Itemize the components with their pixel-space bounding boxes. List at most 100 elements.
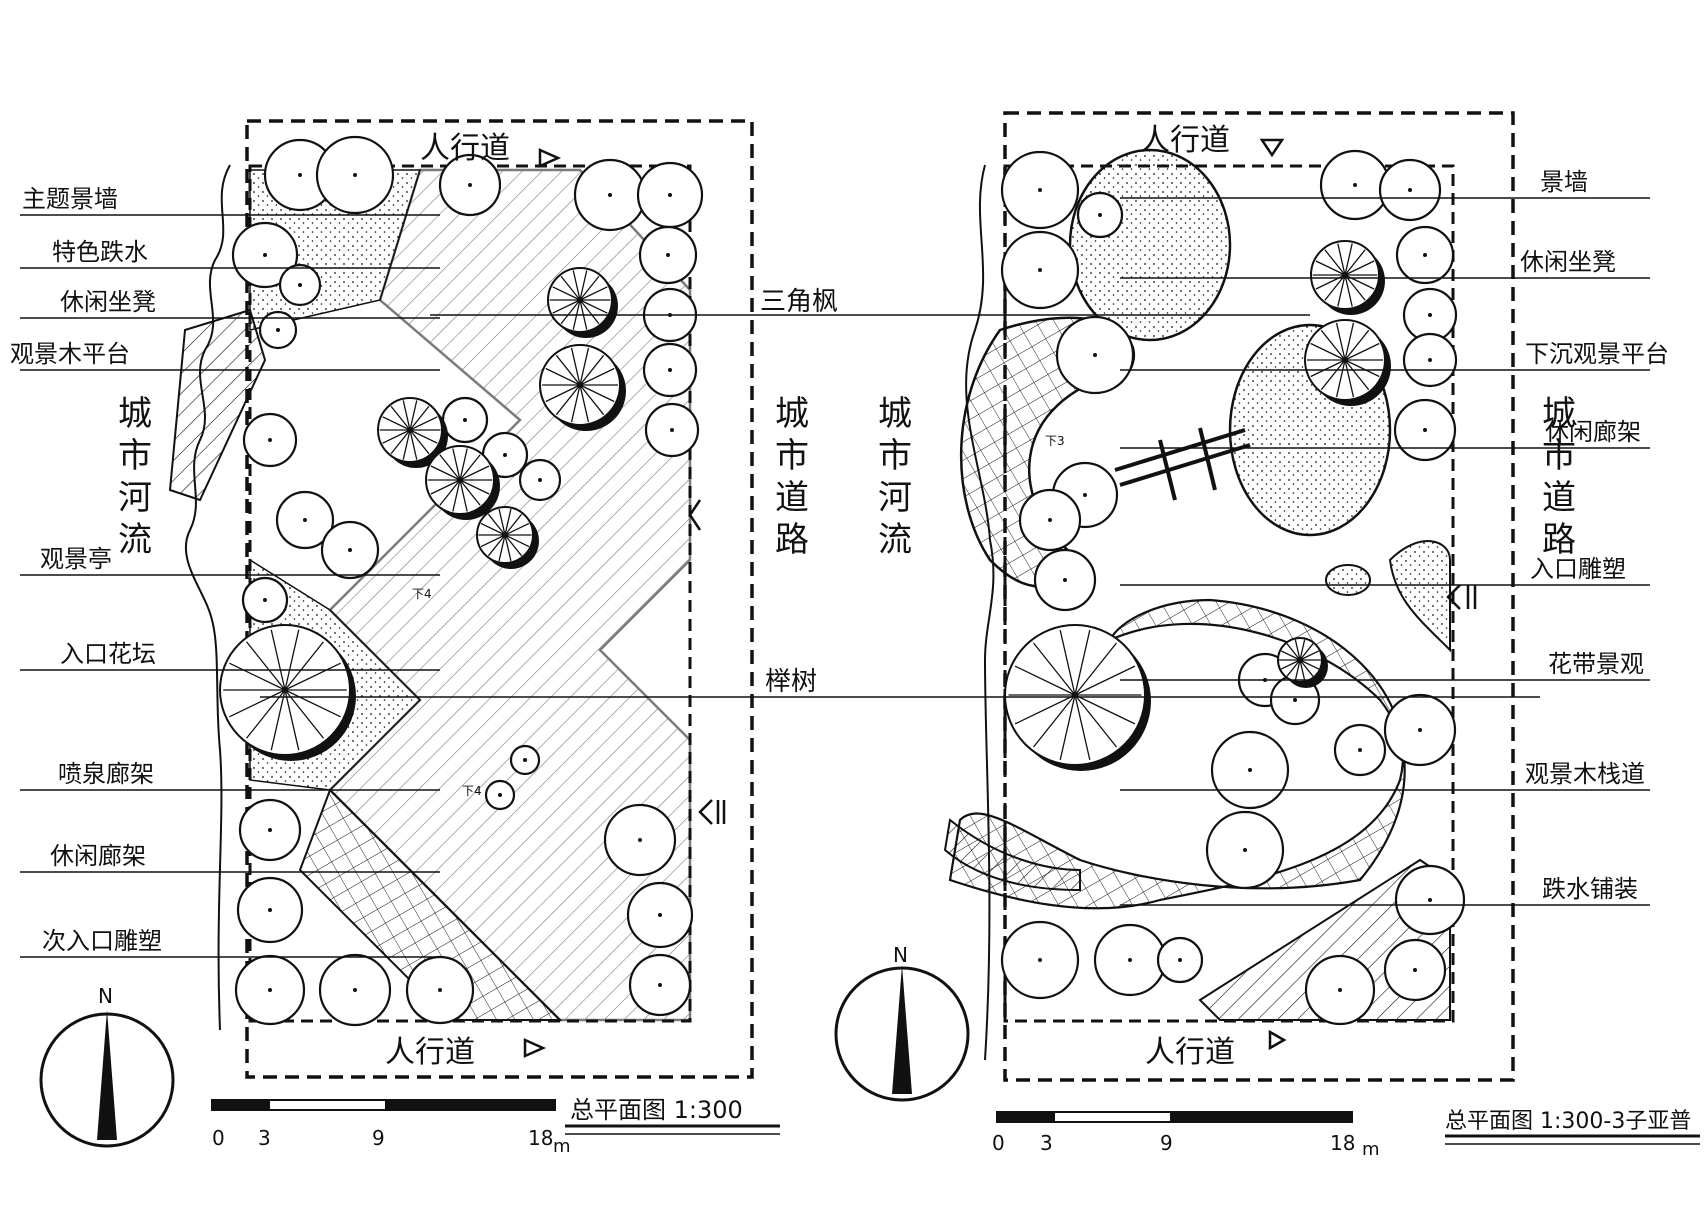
left-scale-tick-0: 0 bbox=[212, 1126, 225, 1150]
left-scale-tick-18: 18 bbox=[528, 1126, 553, 1150]
left-label-8: 休闲廊架 bbox=[50, 842, 146, 870]
right-north-arrow: N bbox=[834, 943, 970, 1102]
right-scale-tick-18: 18 bbox=[1330, 1131, 1355, 1155]
right-tree-16 bbox=[1383, 693, 1457, 767]
left-sidewalk-bottom: 人行道 bbox=[385, 1035, 475, 1070]
right-pergola bbox=[1114, 427, 1251, 501]
right-tree-2 bbox=[1000, 230, 1080, 310]
right-tree-5 bbox=[1319, 149, 1391, 221]
left-road-label-char: 路 bbox=[775, 520, 809, 560]
right-river-edge bbox=[965, 164, 995, 1061]
right-tree-21 bbox=[1093, 923, 1167, 997]
label-leader-lines bbox=[20, 197, 1650, 958]
right-tree-25 bbox=[1333, 723, 1387, 777]
left-site-plan bbox=[168, 119, 754, 1079]
left-entry-marker-top bbox=[538, 148, 562, 168]
left-tree-16 bbox=[438, 153, 502, 217]
left-scale-bar: 0 3 9 18 m bbox=[211, 1099, 571, 1157]
left-road-label-char: 市 bbox=[775, 436, 809, 476]
right-tree-18 bbox=[1205, 810, 1285, 890]
right-road-label-char: 市 bbox=[1542, 436, 1576, 476]
right-tree-10 bbox=[1393, 398, 1457, 462]
svg-text:人行道: 人行道 bbox=[420, 131, 510, 166]
right-tree-4 bbox=[1055, 315, 1135, 395]
left-tree-10 bbox=[573, 158, 647, 232]
right-large-tree bbox=[1004, 624, 1151, 771]
right-label-3: 下沉观景平台 bbox=[1525, 340, 1669, 368]
right-entry-marker-side bbox=[1446, 584, 1477, 610]
left-tree-11 bbox=[636, 161, 704, 229]
right-label-4: 休闲廊架 bbox=[1545, 418, 1641, 446]
left-road-label-char: 道 bbox=[775, 478, 809, 518]
left-maple-tree-2 bbox=[539, 344, 626, 431]
left-scale-unit: m bbox=[553, 1136, 571, 1157]
left-label-3: 休闲坐凳 bbox=[60, 288, 156, 316]
left-tree-25 bbox=[603, 803, 677, 877]
left-tree-1 bbox=[263, 138, 337, 212]
left-entry-marker-right bbox=[688, 499, 702, 531]
left-scale-tick-3: 3 bbox=[258, 1126, 271, 1150]
left-canopy-tree-3 bbox=[476, 506, 539, 569]
left-tree-23 bbox=[318, 953, 392, 1027]
right-river-label-char: 河 bbox=[878, 478, 912, 518]
left-river-label-char: 河 bbox=[118, 478, 152, 518]
left-tree-21 bbox=[236, 876, 304, 944]
left-canopy-tree-1 bbox=[377, 397, 448, 468]
left-label-4: 观景木平台 bbox=[10, 340, 130, 368]
right-site-plan bbox=[943, 111, 1515, 1082]
right-label-5: 入口雕塑 bbox=[1530, 555, 1626, 583]
right-sidewalk-bottom: 人行道 bbox=[1145, 1035, 1235, 1070]
left-level-mark-2: 下4 bbox=[462, 784, 482, 798]
label-maple: 三角枫 bbox=[760, 287, 838, 317]
right-flower-tree bbox=[1277, 637, 1328, 688]
left-tree-14 bbox=[642, 342, 698, 398]
left-tree-2 bbox=[315, 135, 395, 215]
left-zelkova-tree bbox=[219, 624, 356, 761]
right-road-label-char: 道 bbox=[1542, 478, 1576, 518]
right-tree-17 bbox=[1210, 730, 1290, 810]
right-scale-bar: 0 3 9 18 m bbox=[992, 1111, 1380, 1160]
right-tree-3 bbox=[1076, 191, 1124, 239]
left-tree-19 bbox=[518, 458, 562, 502]
left-tree-28 bbox=[509, 744, 541, 776]
right-tree-22 bbox=[1156, 936, 1204, 984]
right-level-mark: 下3 bbox=[1045, 434, 1065, 448]
left-river-label-char: 城 bbox=[118, 394, 152, 434]
label-zelkova: 榉树 bbox=[765, 667, 817, 697]
left-label-1: 主题景墙 bbox=[22, 185, 118, 213]
right-road-label-char: 城 bbox=[1542, 394, 1576, 434]
right-scale-tick-0: 0 bbox=[992, 1131, 1005, 1155]
left-entry-marker-bottom bbox=[523, 1038, 547, 1058]
left-river-edge bbox=[184, 164, 231, 1031]
right-scale-tick-3: 3 bbox=[1040, 1131, 1053, 1155]
left-canopy-tree-2 bbox=[425, 445, 500, 520]
left-plan-title: 总平面图 1:300 bbox=[570, 1096, 743, 1124]
left-level-mark-1: 下4 bbox=[412, 587, 432, 601]
right-tree-19 bbox=[1394, 864, 1466, 936]
left-tree-12 bbox=[638, 225, 698, 285]
right-label-7: 观景木栈道 bbox=[1525, 760, 1645, 788]
right-river-label-char: 流 bbox=[878, 520, 912, 560]
left-trees bbox=[219, 135, 704, 1027]
right-entry-marker-top bbox=[1259, 138, 1285, 158]
left-label-6: 入口花坛 bbox=[60, 640, 156, 668]
right-label-6: 花带景观 bbox=[1548, 650, 1644, 678]
right-tree-13 bbox=[1033, 548, 1097, 612]
right-plan-title: 总平面图 1:300-3子亚普 bbox=[1445, 1109, 1691, 1134]
right-entry-sculpture-base bbox=[1325, 564, 1371, 596]
right-tree-1 bbox=[1000, 150, 1080, 230]
left-wood-platform bbox=[168, 308, 267, 502]
right-tree-20 bbox=[1000, 920, 1080, 1000]
right-canopy-tree-1 bbox=[1310, 240, 1385, 315]
left-tree-24 bbox=[405, 955, 475, 1025]
left-tree-8 bbox=[320, 520, 380, 580]
right-tree-6 bbox=[1378, 158, 1442, 222]
left-label-9: 次入口雕塑 bbox=[42, 927, 162, 955]
right-river-label-char: 市 bbox=[878, 436, 912, 476]
left-label-5: 观景亭 bbox=[40, 545, 112, 573]
left-label-7: 喷泉廊架 bbox=[58, 760, 154, 788]
left-sidewalk-top: 人行道 bbox=[420, 131, 510, 166]
